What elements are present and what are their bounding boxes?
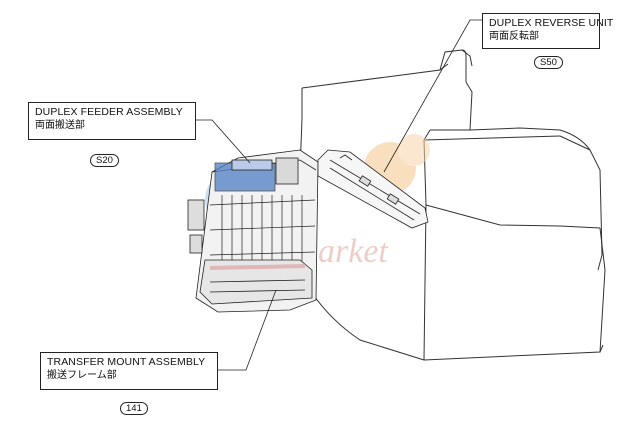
printer-body-outline xyxy=(295,49,606,361)
callout-label-en: DUPLEX REVERSE UNIT xyxy=(489,17,614,29)
callout-label-en: DUPLEX FEEDER ASSEMBLY xyxy=(35,106,183,118)
callout-duplex-reverse-unit: DUPLEX REVERSE UNIT 両面反転部 xyxy=(482,13,614,49)
duplex-feeder-assembly-part xyxy=(187,149,319,313)
ref-badge-duplex-feeder: S20 xyxy=(90,154,119,167)
ref-badge-transfer-mount: 141 xyxy=(120,402,148,415)
callout-label-jp: 搬送フレーム部 xyxy=(47,370,117,381)
watermark-text: arket xyxy=(318,233,389,270)
duplex-reverse-unit-part xyxy=(317,149,429,229)
leader-lines xyxy=(196,19,482,371)
callout-label-jp: 両面反転部 xyxy=(489,31,539,42)
callout-transfer-mount-assembly: TRANSFER MOUNT ASSEMBLY 搬送フレーム部 xyxy=(40,352,218,390)
callout-duplex-feeder-assembly: DUPLEX FEEDER ASSEMBLY 両面搬送部 xyxy=(28,102,196,140)
ref-badge-duplex-reverse: S50 xyxy=(534,56,563,69)
callout-label-jp: 両面搬送部 xyxy=(35,120,85,131)
callout-label-en: TRANSFER MOUNT ASSEMBLY xyxy=(47,356,206,368)
